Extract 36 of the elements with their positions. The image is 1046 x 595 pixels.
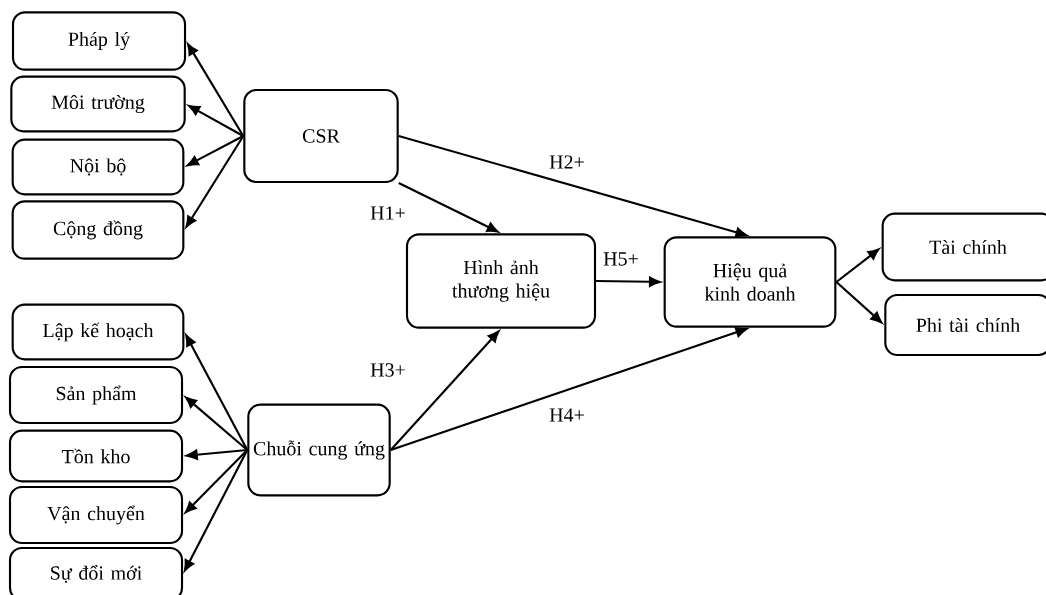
arrow (183, 449, 249, 572)
concept-box: Vận chuyển (8, 485, 184, 545)
arrow (398, 134, 748, 238)
arrow (398, 182, 499, 233)
arrow (185, 334, 249, 451)
arrow (835, 281, 883, 324)
arrow (390, 327, 748, 451)
arrow (187, 43, 245, 137)
concept-box: Cộng đồng (11, 200, 185, 260)
edge-label: H1+ (370, 206, 405, 220)
concept-box: Sản phẩm (8, 365, 184, 425)
concept-box: CSR (243, 88, 399, 184)
concept-box: Nội bộ (11, 138, 185, 196)
concept-box: Pháp lý (11, 11, 187, 71)
edge-label: H5+ (603, 252, 638, 266)
arrow (389, 330, 500, 451)
concept-box: Môi trường (10, 75, 186, 133)
concept-box: Lập kế hoạch (11, 303, 185, 361)
concept-box: Hiệu quả kinh doanh (663, 236, 837, 328)
edge-label: H4+ (549, 408, 584, 422)
arrow (188, 104, 244, 137)
concept-box: Tài chính (881, 212, 1046, 282)
arrow (184, 449, 249, 514)
arrow (186, 448, 248, 460)
concept-box: Tồn kho (8, 429, 184, 483)
concept-box: Hình ảnh thương hiệu (405, 233, 597, 329)
concept-box: Sự đổi mới (8, 546, 184, 595)
concept-box: Phi tài chính (884, 293, 1046, 357)
arrow (596, 276, 661, 287)
arrow (835, 248, 880, 283)
edge-label: H3+ (370, 363, 405, 377)
arrow (186, 135, 244, 167)
edge-label: H2+ (549, 155, 584, 169)
arrow (185, 396, 248, 451)
concept-box: Chuỗi cung ứng (247, 403, 391, 497)
arrow (185, 135, 245, 228)
